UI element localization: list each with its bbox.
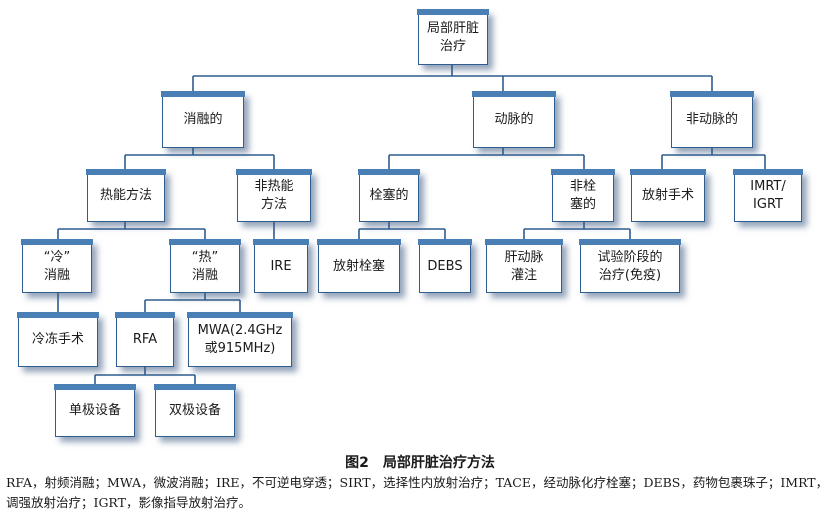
node-imrt-igrt: IMRT/ IGRT [733, 169, 803, 222]
node-non-arterial: 非动脉的 [670, 91, 754, 148]
node-thermal-methods: 热能方法 [86, 169, 166, 222]
node-heat-ablation: “热” 消融 [169, 239, 241, 293]
node-local-liver-therapy: 局部肝脏 治疗 [417, 9, 489, 65]
node-radioembolization: 放射栓塞 [317, 239, 401, 293]
node-mwa: MWA(2.4GHz 或915MHz) [187, 312, 293, 367]
node-non-embolic: 非栓 塞的 [551, 169, 615, 222]
node-hepatic-arterial-infusion: 肝动脉 灌注 [485, 239, 563, 293]
node-non-thermal-methods: 非热能 方法 [236, 169, 312, 222]
node-monopolar-device: 单极设备 [54, 384, 136, 437]
node-cold-ablation: “冷” 消融 [21, 239, 93, 293]
abbreviation-footnote: RFA，射频消融；MWA，微波消融；IRE，不可逆电穿透；SIRT，选择性内放射… [6, 475, 829, 510]
node-bipolar-device: 双极设备 [154, 384, 236, 437]
node-rfa: RFA [115, 312, 175, 367]
node-ire: IRE [253, 239, 309, 293]
node-cryosurgery: 冷冻手术 [17, 312, 99, 367]
figure-caption: 图2 局部肝脏治疗方法 [345, 455, 495, 471]
node-experimental-therapy: 试验阶段的 治疗(免疫) [579, 239, 681, 293]
node-ablative: 消融的 [161, 91, 245, 148]
node-radiosurgery: 放射手术 [630, 169, 706, 222]
node-debs: DEBS [418, 239, 472, 293]
node-arterial: 动脉的 [472, 91, 556, 148]
node-embolic: 栓塞的 [358, 169, 420, 222]
